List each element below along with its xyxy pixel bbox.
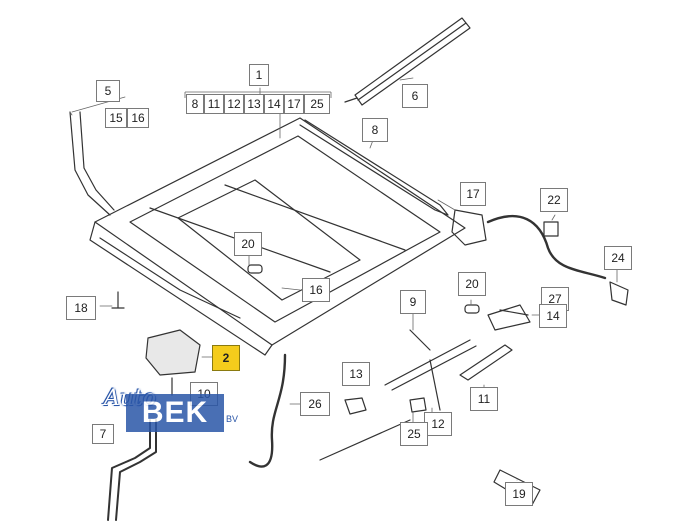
callout-part-24: 24 <box>604 246 632 270</box>
callout-part-6: 6 <box>402 84 428 108</box>
grommet-24 <box>609 281 629 306</box>
crank-handle <box>107 419 157 521</box>
deflector-pin <box>344 97 358 103</box>
part-5-ref-list: 15 16 <box>105 108 149 128</box>
callout-part-18: 18 <box>66 296 96 320</box>
callout-part-8: 8 <box>362 118 388 142</box>
wind-deflector <box>354 17 471 106</box>
callout-part-20b: 20 <box>458 272 486 296</box>
glass-rail <box>299 119 449 216</box>
part-5-ref-16: 16 <box>127 108 149 128</box>
bracket-17 <box>451 209 487 246</box>
callout-part-12: 12 <box>424 412 452 436</box>
watermark-suffix: BV <box>226 414 239 424</box>
motor-body <box>145 329 201 376</box>
clip-22 <box>543 221 559 237</box>
frame-side-rail <box>89 221 273 356</box>
clip-25 <box>409 397 427 413</box>
frame-outer <box>94 117 466 346</box>
drain-tube-27 <box>486 214 607 280</box>
callout-part-1: 1 <box>249 64 269 86</box>
callout-part-5-label: 5 <box>104 84 112 98</box>
callout-part-7: 7 <box>92 424 114 444</box>
leader-lines <box>319 309 529 461</box>
part-1-ref-list: 8 11 12 13 14 17 25 <box>186 94 330 114</box>
part-1-bracket <box>184 91 332 98</box>
callout-part-2-highlighted: 2 <box>212 345 240 371</box>
part-1-ref-14: 14 <box>264 94 284 114</box>
callout-part-19: 19 <box>505 482 533 506</box>
frame-drain <box>99 237 241 319</box>
part-1-ref-13: 13 <box>244 94 264 114</box>
callout-part-9: 9 <box>400 290 426 314</box>
seal-strip <box>69 111 115 216</box>
part-1-ref-25: 25 <box>304 94 330 114</box>
part-1-ref-17: 17 <box>284 94 304 114</box>
callout-part-22: 22 <box>540 188 568 212</box>
part-1-ref-8: 8 <box>186 94 204 114</box>
callout-part-13: 13 <box>342 362 370 386</box>
callout-part-5: 5 <box>96 80 120 102</box>
frame-opening <box>177 179 361 301</box>
callout-part-17: 17 <box>460 182 486 206</box>
bracket-14 <box>487 304 531 331</box>
clip-20b <box>464 304 480 314</box>
guide-rail-11 <box>459 344 513 381</box>
callout-part-25: 25 <box>400 422 428 446</box>
callout-part-20a: 20 <box>234 232 262 256</box>
screw-18 <box>111 291 125 309</box>
callout-part-11: 11 <box>470 387 498 411</box>
part-5-ref-15: 15 <box>105 108 127 128</box>
part-1-ref-12: 12 <box>224 94 244 114</box>
callout-part-14: 14 <box>539 304 567 328</box>
callout-part-1-label: 1 <box>255 68 263 82</box>
link-arm-12 <box>384 339 477 411</box>
drain-tube-26 <box>248 353 287 468</box>
clip-20a <box>247 264 263 274</box>
callout-part-26: 26 <box>300 392 330 416</box>
part-1-group <box>183 91 333 114</box>
callout-part-16: 16 <box>302 278 330 302</box>
frame-inner <box>129 135 441 323</box>
clip-13 <box>344 397 367 415</box>
part-1-ref-11: 11 <box>204 94 224 114</box>
frame-cross <box>149 184 406 273</box>
watermark-brand: BEK <box>126 394 224 432</box>
